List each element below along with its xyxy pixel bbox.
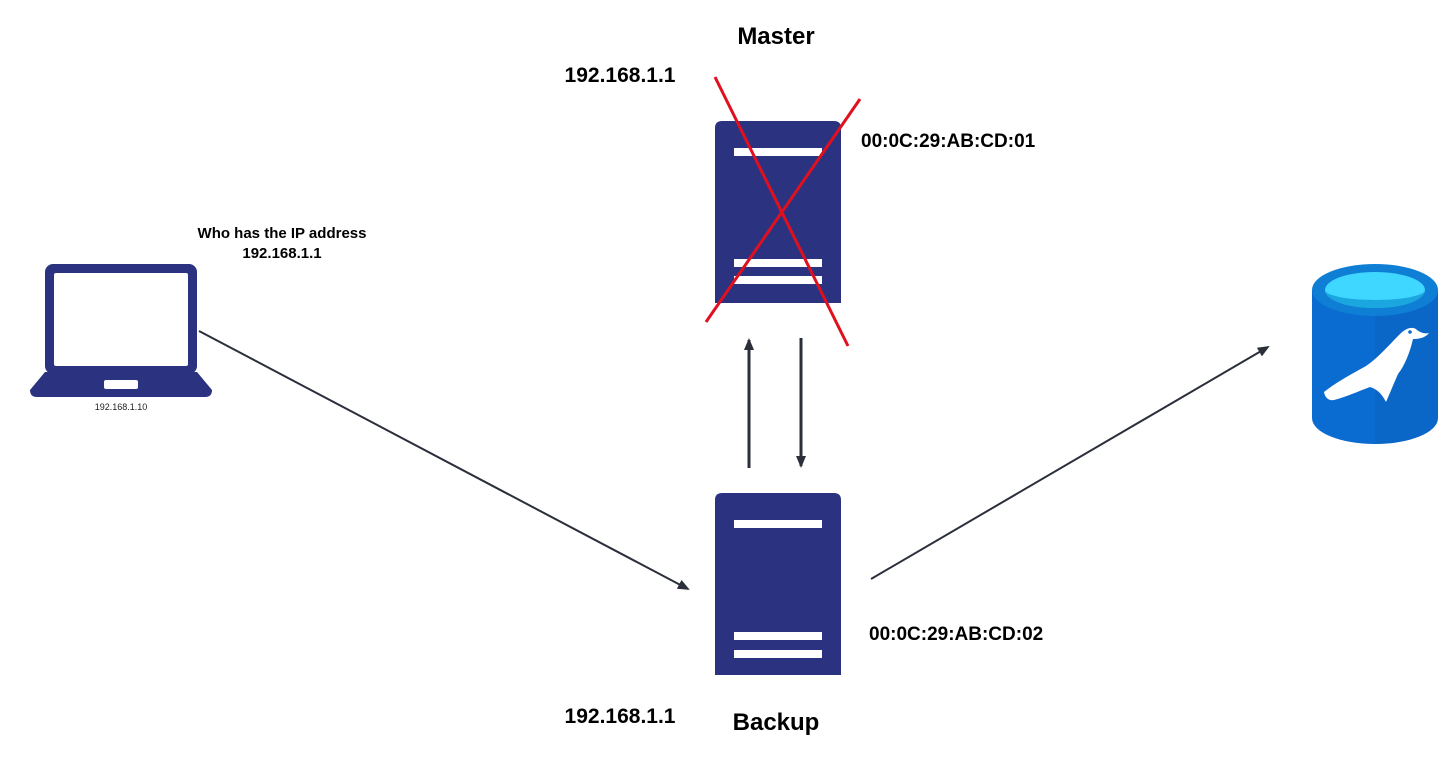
master-ip-label: 192.168.1.1 bbox=[565, 64, 676, 87]
master-server-icon bbox=[715, 121, 841, 303]
client-question-line2: 192.168.1.1 bbox=[242, 245, 321, 262]
master-mac-label: 00:0C:29:AB:CD:01 bbox=[861, 131, 1036, 152]
laptop-icon bbox=[30, 264, 212, 397]
master-server: Master 192.168.1.1 00:0C:29:AB:CD:01 bbox=[565, 23, 1036, 347]
client-laptop: Who has the IP address 192.168.1.1 192.1… bbox=[30, 225, 366, 412]
master-failure-cross bbox=[704, 76, 862, 347]
backup-server: 00:0C:29:AB:CD:02 192.168.1.1 Backup bbox=[565, 493, 1043, 736]
master-title: Master bbox=[737, 23, 814, 50]
backup-server-icon bbox=[715, 493, 841, 675]
arrow-client-to-backup bbox=[198, 330, 690, 590]
backup-mac-label: 00:0C:29:AB:CD:02 bbox=[869, 624, 1043, 645]
backup-title: Backup bbox=[733, 709, 820, 736]
mariadb-database-icon bbox=[1312, 264, 1438, 444]
arrow-backup-to-database bbox=[870, 345, 1270, 580]
client-question-line1: Who has the IP address bbox=[198, 225, 367, 242]
client-ip-label: 192.168.1.10 bbox=[95, 402, 148, 412]
seal-icon bbox=[1324, 327, 1429, 402]
heartbeat-arrows bbox=[744, 338, 806, 468]
backup-ip-label: 192.168.1.1 bbox=[565, 705, 676, 728]
